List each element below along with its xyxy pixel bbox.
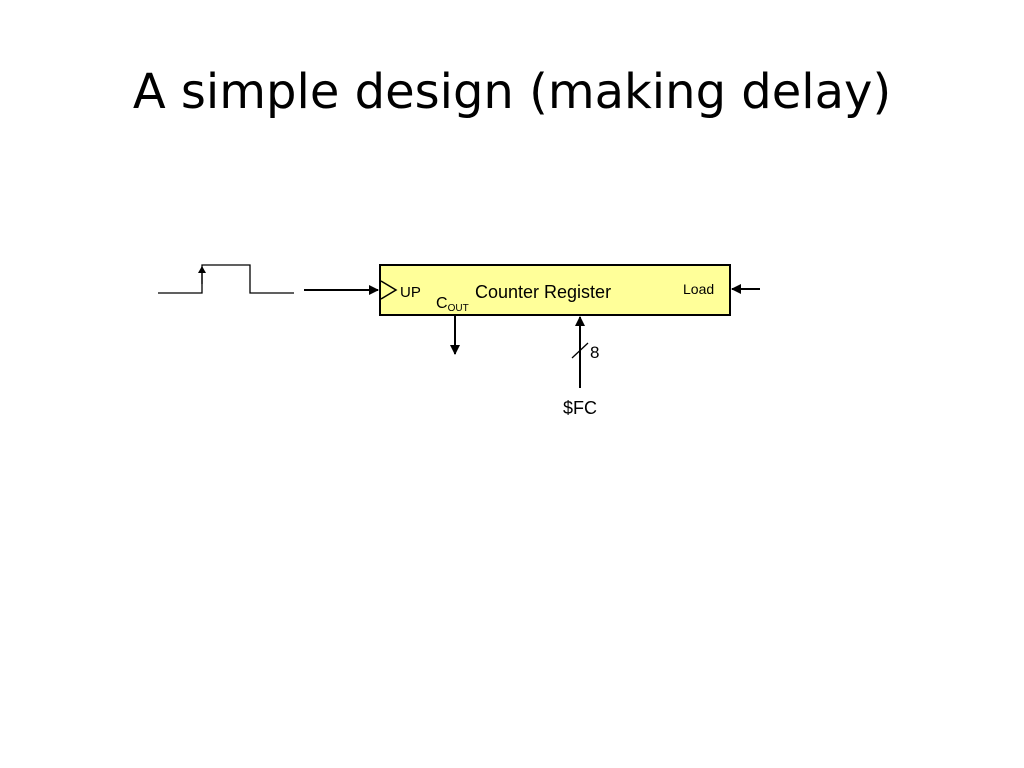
up-label: UP [400, 284, 421, 301]
counter-register-block [379, 264, 731, 316]
clock-pulse-waveform [158, 264, 294, 294]
bus-width-slash [571, 342, 589, 359]
input-value-label: $FC [563, 398, 597, 418]
slide-title: A simple design (making delay) [132, 64, 892, 120]
cout-subscript: OUT [448, 303, 469, 314]
cout-label: COUT [436, 295, 469, 314]
clock-triangle-icon [380, 280, 398, 300]
bus-width-label: 8 [590, 343, 599, 362]
load-label: Load [683, 281, 714, 297]
counter-register-label: Counter Register [475, 282, 611, 302]
